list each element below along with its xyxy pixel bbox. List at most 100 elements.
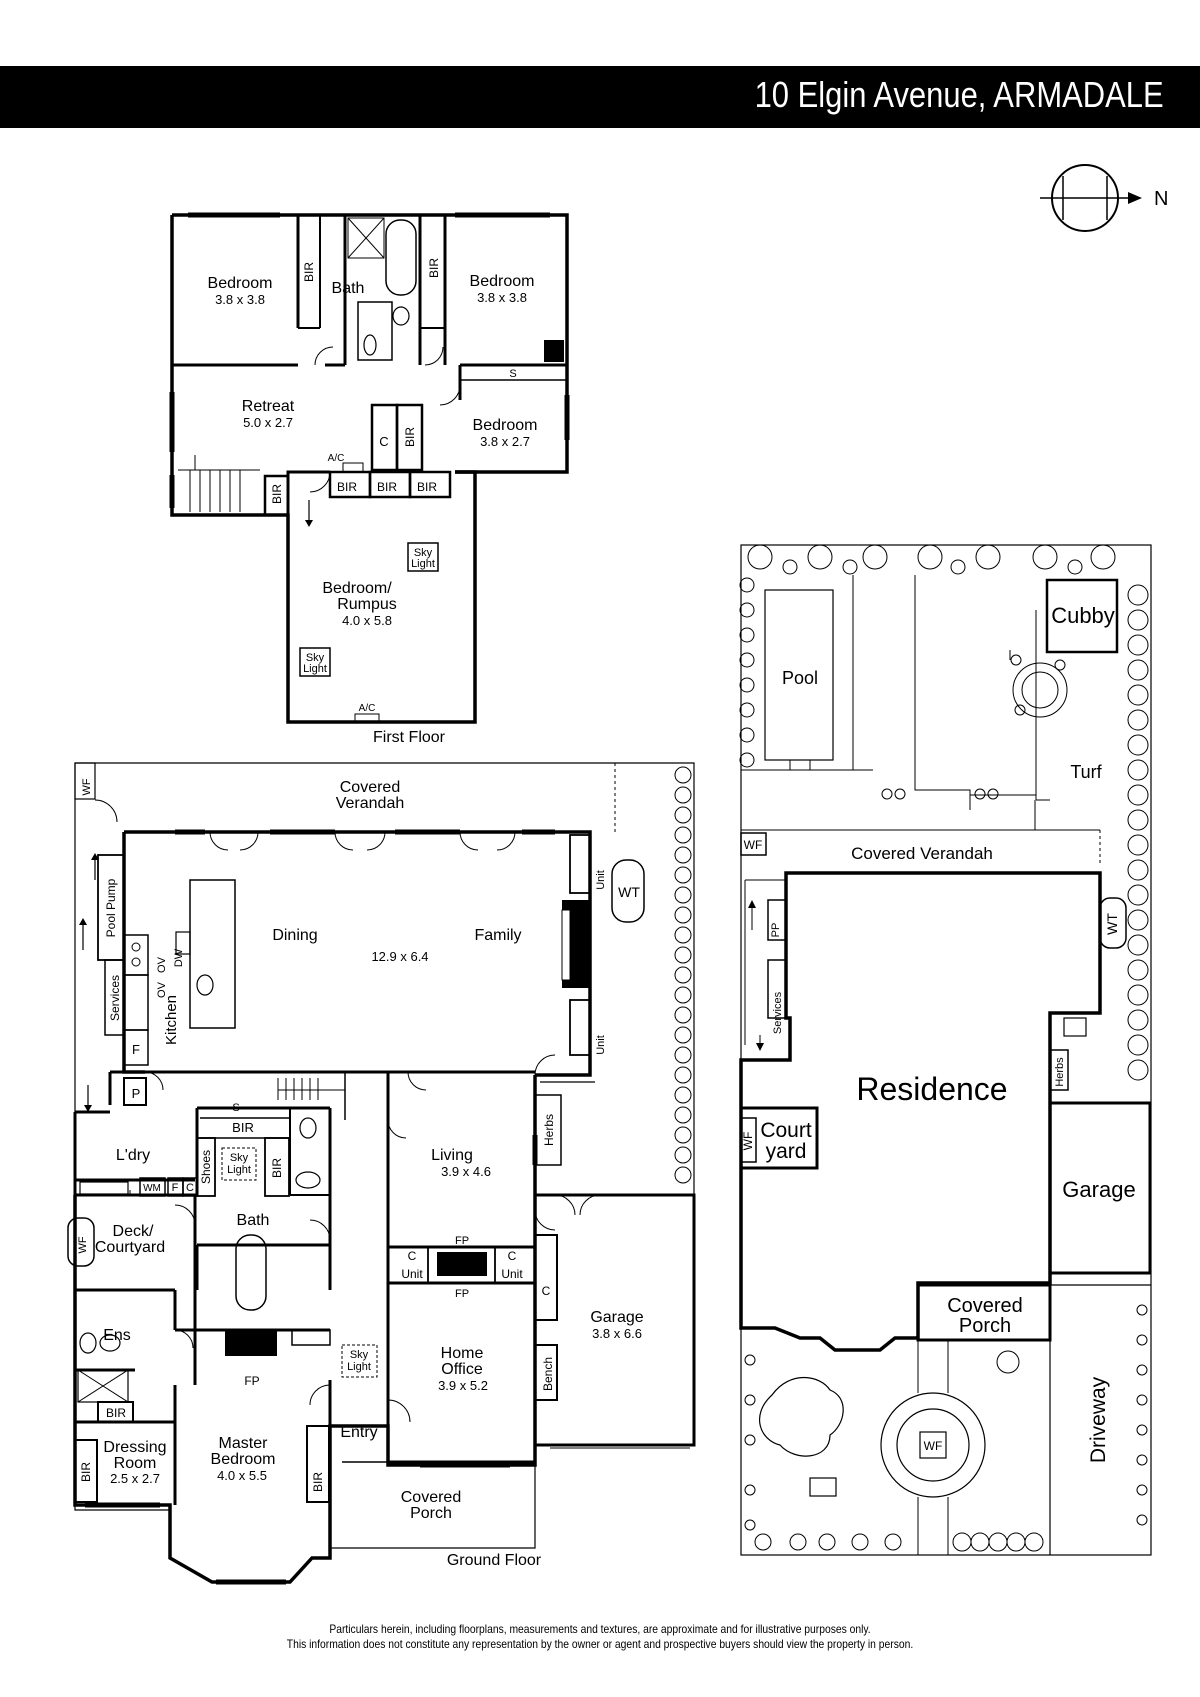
room-label: WF <box>744 838 763 852</box>
room-label: BIR <box>337 480 357 494</box>
disclaimer-line-1: Particulars herein, including floorplans… <box>329 1622 871 1636</box>
room-label: C <box>186 1182 194 1194</box>
room-label: PP <box>770 923 782 938</box>
room-label: Herbs <box>1054 1057 1066 1087</box>
room-label: Light <box>227 1164 251 1176</box>
room-label: Office <box>441 1361 483 1378</box>
room-label: Porch <box>959 1315 1011 1337</box>
room-label: 3.8 x 3.8 <box>215 292 265 307</box>
room-label: FP <box>455 1235 469 1247</box>
room-label: BIR <box>302 262 316 282</box>
header-bar: 10 Elgin Avenue, ARMADALE <box>0 66 1200 128</box>
ground-floor-title: Ground Floor <box>447 1552 542 1569</box>
room-label: Services <box>772 991 784 1034</box>
room-label: WM <box>143 1183 161 1194</box>
room-label: Herbs <box>542 1114 556 1146</box>
room-label: BIR <box>417 480 437 494</box>
room-label: F <box>132 1042 140 1057</box>
room-label: Bedroom <box>473 417 538 434</box>
room-label: 4.0 x 5.8 <box>342 613 392 628</box>
room-label: FP <box>455 1288 469 1300</box>
room-label: BIR <box>311 1472 325 1492</box>
room-label: BIR <box>270 484 284 504</box>
room-label: Kitchen <box>163 995 180 1045</box>
room-label: Home <box>441 1345 484 1362</box>
room-label: Room <box>114 1455 157 1472</box>
room-label: Master <box>219 1435 269 1452</box>
room-label: Covered <box>947 1295 1023 1317</box>
room-label: Courtyard <box>95 1239 165 1256</box>
room-label: Bath <box>332 280 365 297</box>
room-label: Porch <box>410 1505 452 1522</box>
room-label: OV <box>156 981 168 998</box>
room-label: Turf <box>1070 762 1102 782</box>
ground-floor-plan <box>67 762 1145 1585</box>
room-label: 3.9 x 4.6 <box>441 1164 491 1179</box>
site-residence-label: Residence <box>856 1071 1007 1107</box>
room-label: Bedroom <box>208 275 273 292</box>
room-label: Pool Pump <box>104 878 118 937</box>
first-floor-labels: Bedroom 3.8 x 3.8 Bath Bedroom 3.8 x 3.8… <box>208 258 538 746</box>
disclaimer: Particulars herein, including floorplans… <box>0 1622 1200 1652</box>
room-label: 3.8 x 2.7 <box>480 434 530 449</box>
room-label: FP <box>244 1374 259 1388</box>
room-label: yard <box>766 1140 807 1163</box>
room-label: Sky <box>230 1152 249 1164</box>
room-label: Unit <box>595 1035 607 1055</box>
room-label: FP <box>569 944 581 958</box>
room-label: Light <box>347 1361 371 1373</box>
room-label: Verandah <box>336 795 405 812</box>
room-label: Covered <box>340 779 400 796</box>
room-label: BIR <box>232 1120 254 1135</box>
room-label: 5.0 x 2.7 <box>243 415 293 430</box>
north-compass: N <box>1040 164 1168 232</box>
room-label: Services <box>108 975 122 1021</box>
room-label: 3.8 x 6.6 <box>592 1326 642 1341</box>
property-address: 10 Elgin Avenue, ARMADALE <box>754 74 1164 115</box>
room-label: A/C <box>359 703 376 714</box>
compass-north-label: N <box>1154 188 1168 210</box>
room-label: Deck/ <box>113 1223 154 1240</box>
room-label: Dressing <box>103 1439 166 1456</box>
room-label: Bath <box>237 1212 270 1229</box>
room-label: WT <box>1104 913 1120 935</box>
room-label: OV <box>156 956 168 973</box>
room-label: Garage <box>1062 1177 1135 1202</box>
room-label: Rumpus <box>337 596 397 613</box>
room-label: Pool <box>782 668 818 688</box>
room-label: C <box>408 1249 417 1263</box>
room-label: Shoes <box>199 1150 213 1184</box>
room-label: Dining <box>272 927 317 944</box>
room-label: Unit <box>595 870 607 890</box>
room-label: 3.9 x 5.2 <box>438 1378 488 1393</box>
room-label: Ens <box>103 1327 131 1344</box>
room-label: Living <box>431 1147 473 1164</box>
room-label: BIR <box>377 480 397 494</box>
room-label: F <box>172 1182 179 1194</box>
room-label: Unit <box>501 1267 523 1281</box>
room-label: WF <box>741 1132 755 1151</box>
room-label: Garage <box>590 1309 643 1326</box>
room-label: Entry <box>340 1424 377 1441</box>
room-label: L'dry <box>116 1147 150 1164</box>
room-label: WF <box>81 778 93 795</box>
room-label: Covered <box>401 1489 461 1506</box>
first-floor-title: First Floor <box>373 729 446 746</box>
room-label: A/C <box>328 453 345 464</box>
room-label: Sky <box>414 547 433 559</box>
room-label: C <box>379 434 388 449</box>
site-hedge-trees <box>739 544 1149 1081</box>
room-label: BIR <box>106 1406 126 1420</box>
room-label: WF <box>77 1236 89 1253</box>
room-label: Sky <box>350 1349 369 1361</box>
room-label: 12.9 x 6.4 <box>371 949 428 964</box>
site-plan <box>739 544 1152 1556</box>
room-label: 2.5 x 2.7 <box>110 1471 160 1486</box>
room-label: Unit <box>401 1267 423 1281</box>
ground-floor-labels: Covered Verandah WF Pool Pump Services O… <box>77 778 644 1569</box>
room-label: DW <box>173 948 185 967</box>
room-label: WF <box>924 1439 943 1453</box>
room-label: BIR <box>270 1158 284 1178</box>
room-label: BIR <box>79 1462 93 1482</box>
room-label: BIR <box>427 258 441 278</box>
